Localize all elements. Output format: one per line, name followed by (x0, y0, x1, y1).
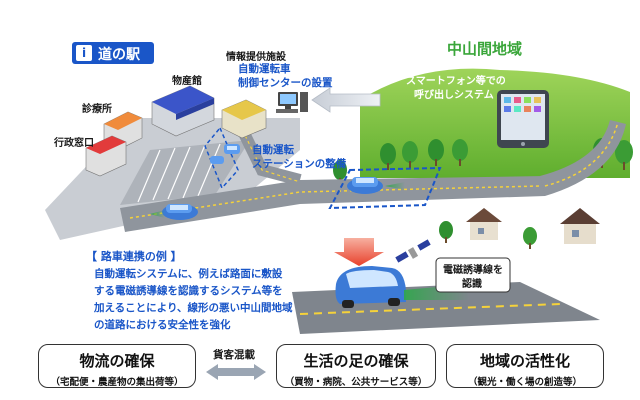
house-2 (560, 208, 600, 244)
mountain-area-label: 中山間地域 (447, 40, 523, 58)
vehicle-4 (347, 177, 405, 194)
mountain-hill (360, 68, 630, 178)
admin-label: 行政窓口 (54, 138, 94, 149)
mobility-sub: （買物・病院、公共サービス等） (284, 377, 428, 388)
example-line-2: する電磁誘導線を認識するシステム等を (94, 285, 283, 297)
info-icon: i (76, 45, 92, 61)
induction-label-box (435, 257, 511, 293)
example-line-4: の道路における安全性を強化 (94, 319, 231, 331)
vehicle-1 (150, 204, 198, 220)
induction-line1: 電磁誘導線を (443, 265, 503, 276)
station-line1: 自動運転 (252, 144, 294, 156)
mobility-main: 生活の足の確保 (303, 352, 409, 370)
road-center-line (129, 185, 541, 219)
info-facility-label: 情報提供施設 (226, 52, 286, 63)
main-road (120, 176, 545, 232)
michinoeki-label: 道の駅 (98, 47, 140, 63)
house-1 (466, 208, 502, 240)
revitalization-box: 地域の活性化 （観光・働く場の創造等） (446, 344, 604, 388)
branch-road (540, 120, 626, 196)
logistics-main: 物流の確保 (79, 352, 155, 370)
smartphone-line2: 呼び出しシステム (414, 90, 494, 101)
smartphone-icon (497, 90, 549, 148)
mixed-cargo-label: 貨客混載 (213, 349, 255, 361)
logistics-sub: （宅配便・農産物の集出荷等） (50, 377, 184, 388)
double-arrow-icon (206, 364, 266, 380)
michinoeki-badge: i 道の駅 (72, 42, 154, 64)
call-arrow (311, 87, 381, 113)
detail-arrow (334, 238, 384, 266)
satellite-icon (395, 239, 431, 263)
control-center-line1: 自動運転車 (238, 63, 291, 75)
station-zone-1 (204, 126, 239, 190)
mobility-box: 生活の足の確保 （買物・病院、公共サービス等） (276, 344, 436, 388)
vehicle-2 (224, 144, 240, 154)
station-line2: ステーションの整備 (252, 158, 347, 170)
clinic-label: 診療所 (82, 104, 112, 115)
example-title: 【 路車連携の例 】 (86, 250, 182, 263)
info-building (221, 99, 267, 139)
revitalization-main: 地域の活性化 (479, 352, 570, 370)
station-zone-2 (328, 166, 442, 210)
revitalization-sub: （観光・働く場の創造等） (467, 377, 582, 388)
admin-building (85, 135, 127, 177)
example-line-1: 自動運転システムに、例えば路面に敷設 (94, 268, 283, 280)
detail-vehicle (335, 266, 470, 308)
example-line-3: 加えることにより、線形の悪い中山間地域 (94, 302, 293, 314)
shop-label: 物産館 (172, 76, 202, 87)
vehicle-3 (210, 156, 224, 164)
computer-icon (276, 92, 308, 113)
smartphone-line1: スマートフォン等での (406, 76, 506, 87)
shop-building (151, 85, 215, 137)
logistics-box: 物流の確保 （宅配便・農産物の集出荷等） (38, 344, 196, 388)
induction-line2: 認識 (462, 279, 482, 290)
control-center-line2: 制御センターの設置 (238, 77, 333, 89)
